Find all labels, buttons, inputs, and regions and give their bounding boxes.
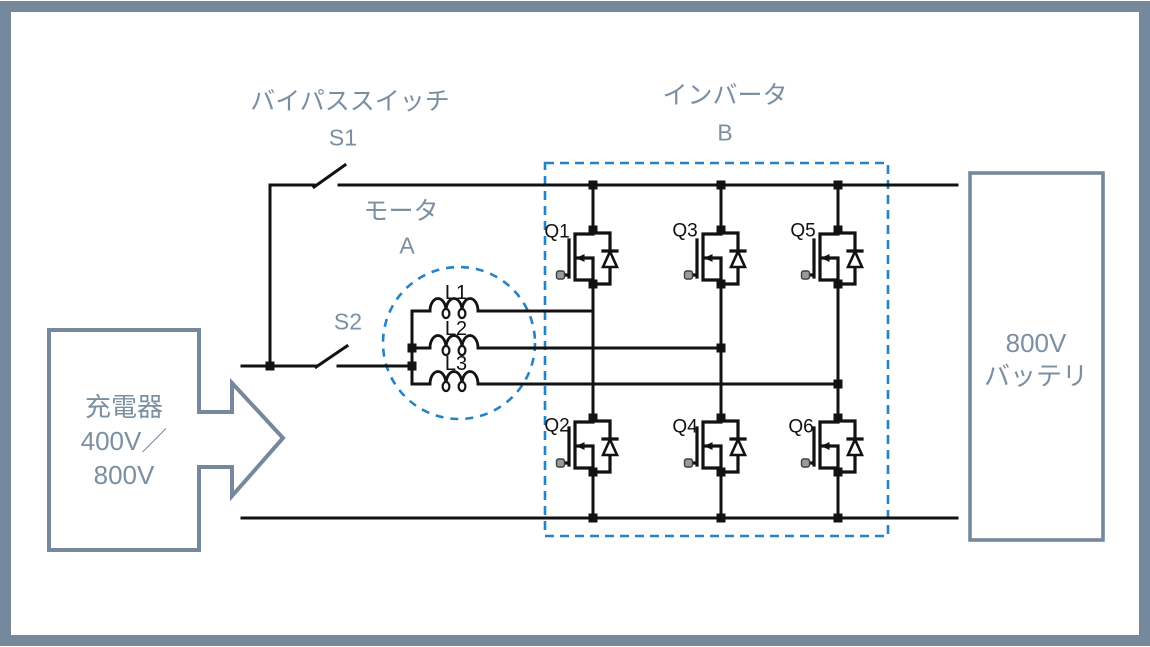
motor-boundary-circle (381, 265, 537, 421)
motor-id-label: A (399, 232, 415, 259)
label-q5: Q5 (790, 220, 816, 242)
switch-s2-blade (313, 343, 350, 370)
label-q2: Q2 (544, 415, 570, 437)
inverter-label: インバータ (662, 81, 788, 110)
motor-label: モータ (363, 197, 439, 226)
charger-title: 充電器 (84, 392, 164, 422)
label-l3: L3 (444, 353, 468, 375)
switch-s1-label: S1 (328, 124, 358, 151)
label-l2: L2 (444, 318, 468, 340)
battery-box (968, 171, 1105, 542)
switch-s1-blade (311, 162, 348, 190)
charger-label: 充電器 400V／ 800V (81, 390, 168, 492)
battery-label: 800V バッテリ (984, 327, 1088, 393)
circuit-wires (240, 162, 959, 520)
label-q4: Q4 (672, 416, 698, 438)
charger-voltage-line1: 400V／ (80, 426, 168, 456)
label-q3: Q3 (672, 220, 698, 242)
label-q1: Q1 (544, 221, 570, 243)
battery-voltage: 800V (1005, 328, 1067, 358)
inverter-id-label: B (717, 119, 733, 146)
label-l1: L1 (444, 282, 468, 304)
label-q6: Q6 (788, 416, 814, 438)
junction-dots (265, 180, 843, 523)
charger-box-arrow (47, 328, 286, 552)
bypass-switch-label: バイパススイッチ (250, 87, 450, 116)
charger-voltage-line2: 800V (93, 460, 155, 490)
battery-title: バッテリ (983, 361, 1089, 391)
switch-s2-label: S2 (333, 308, 363, 335)
